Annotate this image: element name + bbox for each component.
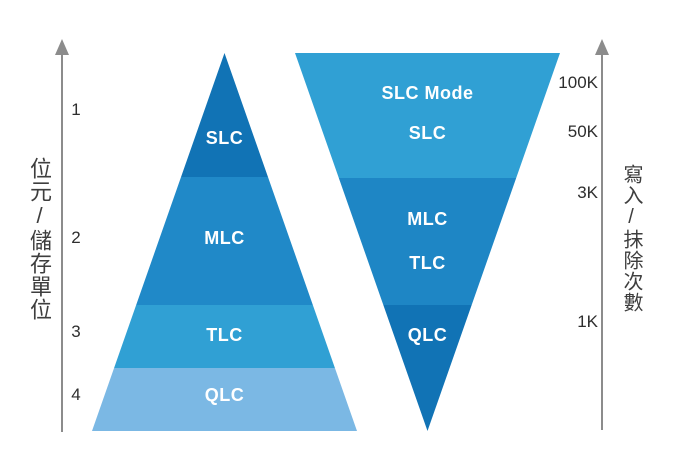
funnel-segment-slc: [295, 53, 560, 178]
left-axis-label: 位元/儲存單位: [27, 157, 52, 321]
funnel-label-qlc: QLC: [407, 325, 448, 345]
left-axis-up-arrow-icon: [55, 39, 69, 55]
pyramid-label-qlc: QLC: [204, 385, 245, 405]
left-axis-line: [61, 53, 63, 432]
funnel-label-tlc: TLC: [409, 253, 446, 273]
pyramid-label-mlc: MLC: [204, 228, 245, 248]
left-axis-tick-1: 1: [71, 100, 81, 119]
funnel-segment-mlc-tlc: [295, 178, 560, 305]
right-axis-tick-100k: 100K: [558, 73, 598, 92]
right-axis-tick-50k: 50K: [567, 122, 598, 141]
right-axis-line: [601, 53, 603, 430]
left-axis-tick-3: 3: [71, 322, 81, 341]
right-axis-tick-3k: 3K: [577, 183, 598, 202]
pyramid-segment-qlc: [92, 368, 357, 431]
right-axis-tick-1k: 1K: [577, 312, 598, 331]
pyramid-label-tlc: TLC: [206, 325, 243, 345]
pyramid-label-slc: SLC: [205, 128, 244, 148]
funnel-label-slc-mode: SLC Mode: [381, 83, 474, 103]
left-axis-tick-4: 4: [71, 385, 81, 404]
pyramid-segment-tlc: [92, 305, 357, 368]
left-axis-tick-2: 2: [71, 228, 81, 247]
right-axis-up-arrow-icon: [595, 39, 609, 55]
right-axis-label: 寫入/抹除次數: [620, 164, 642, 313]
funnel-label-mlc: MLC: [407, 209, 448, 229]
funnel-label-slc: SLC: [408, 123, 447, 143]
